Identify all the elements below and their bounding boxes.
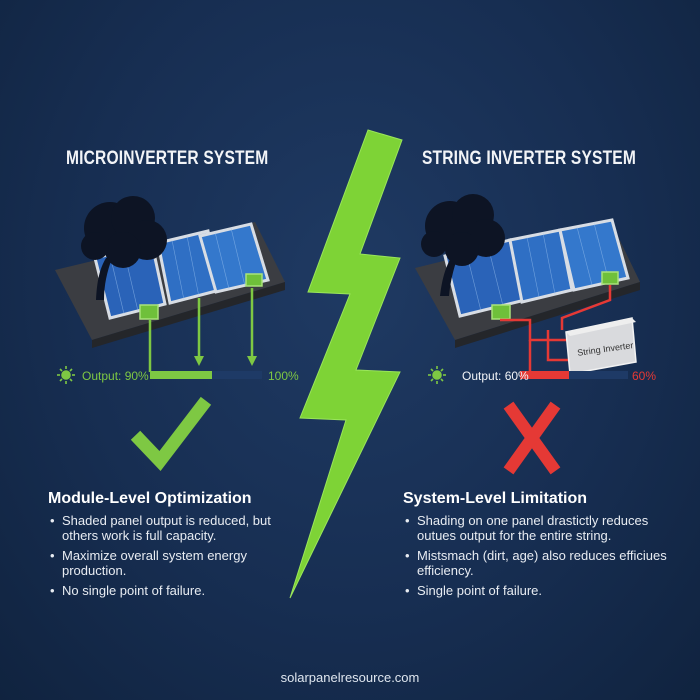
right-title: STRING INVERTER SYSTEM <box>422 148 636 169</box>
left-bullet-list: Shaded panel output is reduced, but othe… <box>48 513 298 603</box>
cross-mark-icon <box>503 401 561 475</box>
tree-silhouette-left <box>81 196 167 300</box>
left-output-fill <box>150 371 212 379</box>
right-bullet-list: Shading on one panel drastictly reduces … <box>403 513 675 603</box>
left-heading: Module-Level Optimization <box>48 490 252 507</box>
list-item: Single point of failure. <box>403 583 675 598</box>
list-item: Shaded panel output is reduced, but othe… <box>48 513 298 543</box>
sun-icon-left <box>57 366 75 384</box>
list-item: Mistsmach (dirt, age) also reduces effic… <box>403 548 675 578</box>
check-mark-icon <box>130 396 212 471</box>
list-item: No single point of failure. <box>48 583 298 598</box>
left-wiring <box>148 288 257 372</box>
right-heading: System-Level Limitation <box>403 490 588 507</box>
footer-website: solarpanelresource.com <box>280 670 420 685</box>
lightning-bolt-icon <box>289 129 403 599</box>
microinverter-boxes <box>139 273 263 320</box>
tree-silhouette-right <box>421 194 505 296</box>
list-item: Shading on one panel drastictly reduces … <box>403 513 675 543</box>
left-output-end-label: 100% <box>268 369 299 383</box>
list-item: Maximize overall system energy productio… <box>48 548 298 578</box>
left-output-bar <box>150 371 262 379</box>
right-output-fill <box>520 371 569 379</box>
right-output-label: Output: 60% <box>462 369 529 383</box>
left-output-label: Output: 90% <box>82 369 149 383</box>
left-title: MICROINVERTER SYSTEM <box>66 148 269 169</box>
string-inverter-box <box>565 317 637 375</box>
optimizer-boxes <box>491 271 619 320</box>
right-output-bar <box>520 371 628 379</box>
right-wiring <box>500 285 612 372</box>
right-output-end-label: 60% <box>632 369 657 383</box>
sun-icon-right <box>428 366 446 384</box>
